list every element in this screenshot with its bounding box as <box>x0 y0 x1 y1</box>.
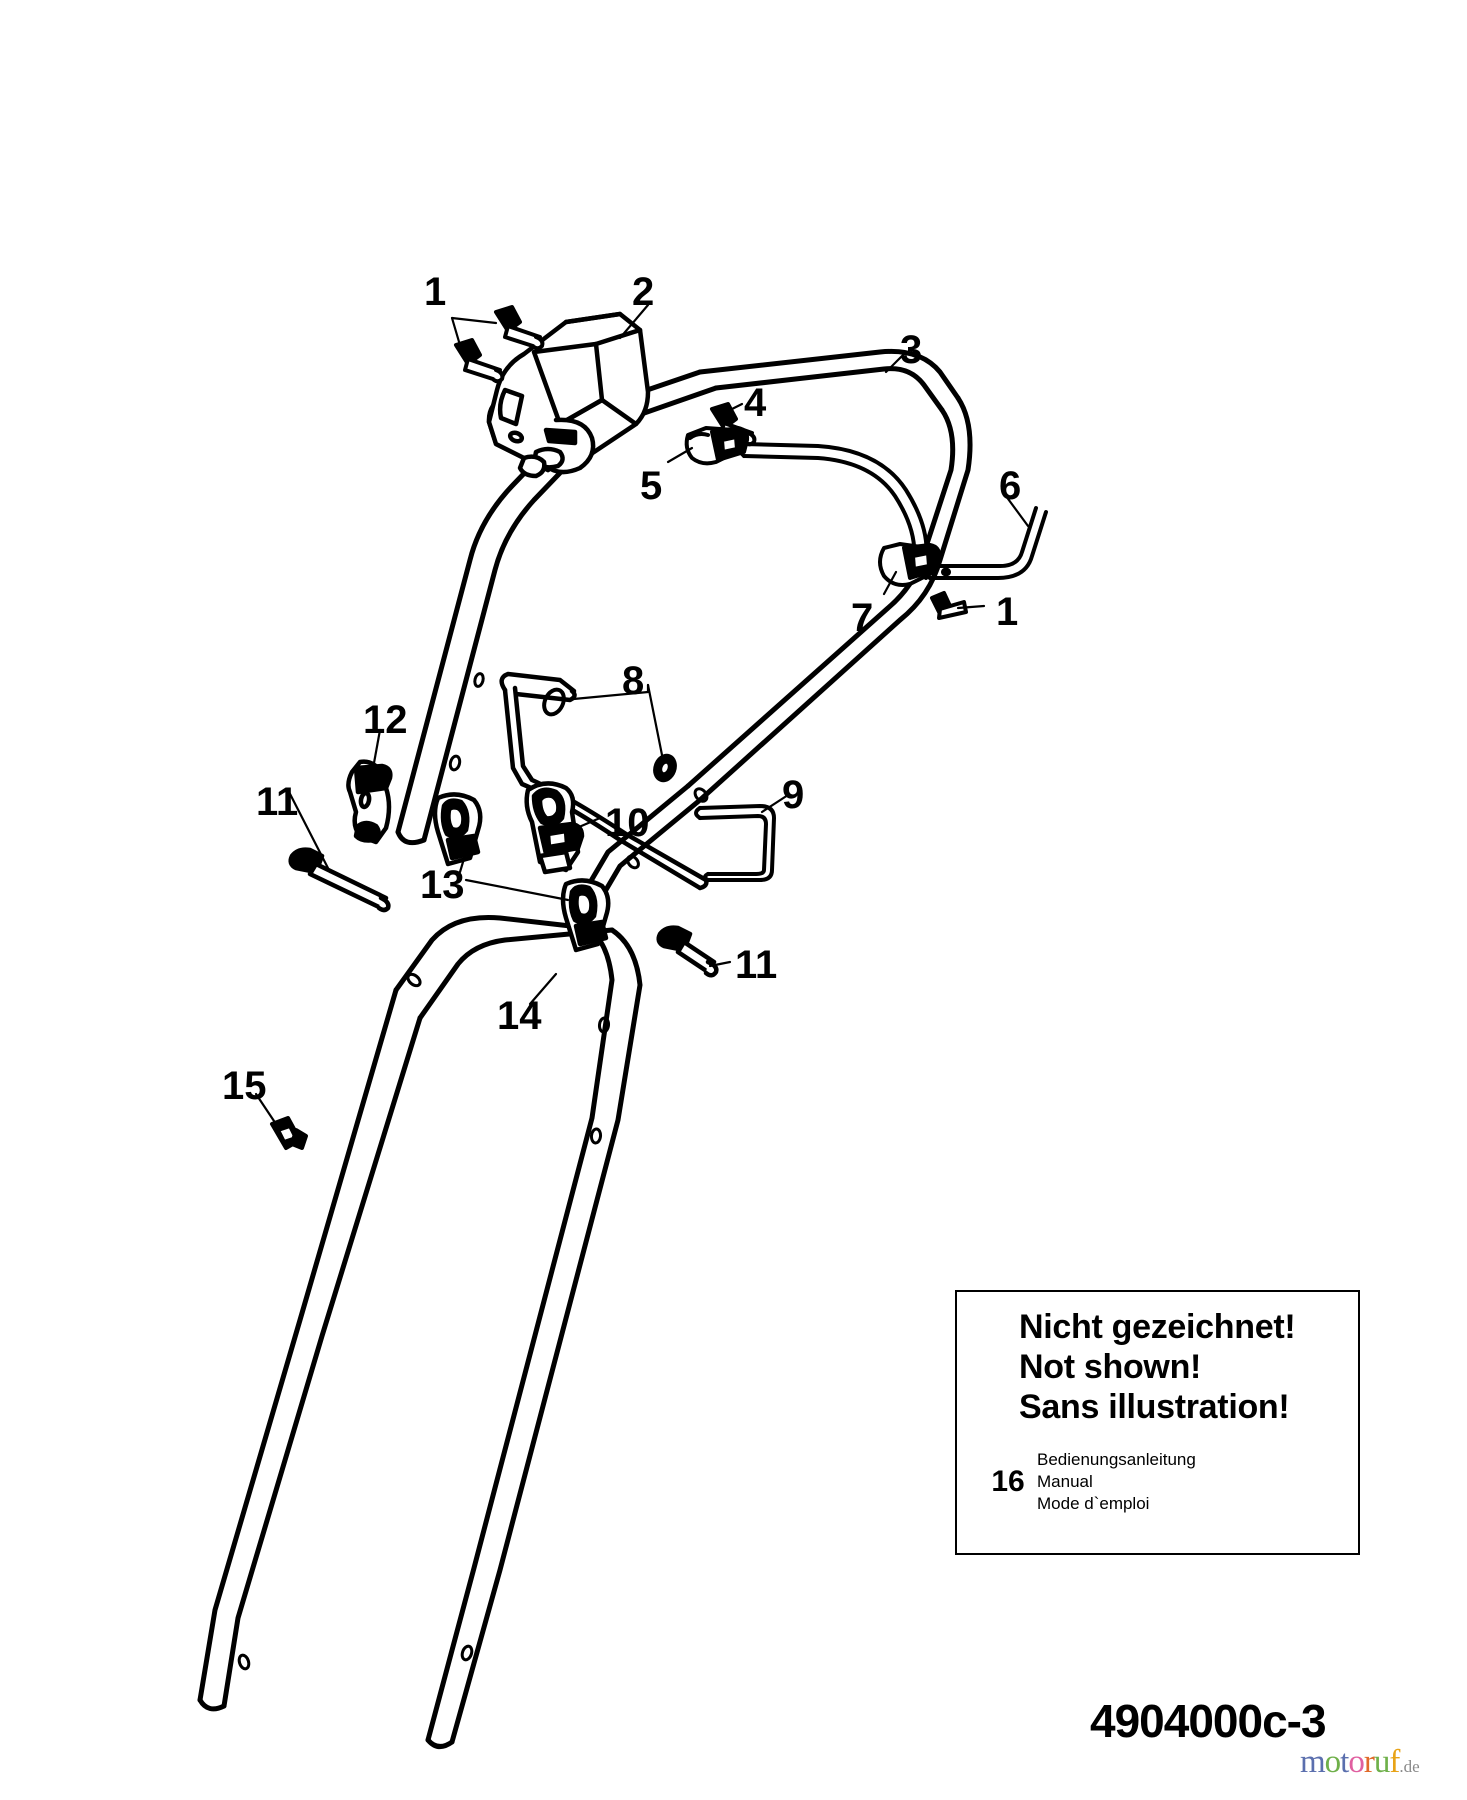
callout-8: 8 <box>622 659 645 703</box>
item-desc-french: Mode d`emploi <box>1037 1493 1150 1513</box>
callout-3: 3 <box>900 328 923 372</box>
info-box-item-descriptions: Bedienungsanleitung Manual Mode d`emploi <box>1037 1449 1196 1514</box>
callout-13: 13 <box>420 863 465 907</box>
switch-housing-part2 <box>486 311 651 479</box>
logo-tld-suffix: .de <box>1399 1757 1420 1776</box>
bolt-part1-c <box>930 591 968 620</box>
headline-english: Not shown! <box>1019 1347 1202 1386</box>
logo-letter-t: t <box>1340 1744 1349 1780</box>
bolt-part1-a <box>494 305 545 351</box>
lever-plate-part12 <box>346 759 393 845</box>
grommet-part8-lower <box>653 753 677 783</box>
callout-10: 10 <box>605 801 650 845</box>
callout-1-upper-left: 1 <box>424 270 447 314</box>
callout-1-right: 1 <box>996 590 1019 634</box>
bushing-part15 <box>270 1116 308 1150</box>
leader-lines <box>254 303 1030 1132</box>
logo-letter-m: m <box>1300 1744 1326 1780</box>
logo-letter-f: f <box>1389 1744 1400 1780</box>
pin-part11-b <box>656 925 719 978</box>
info-box-headlines: Nicht gezeichnet! Not shown! Sans illust… <box>957 1292 1358 1427</box>
callout-6: 6 <box>999 464 1022 508</box>
callout-9: 9 <box>782 773 805 817</box>
cable-holder-part10 <box>524 781 585 875</box>
lower-handle-bar <box>197 914 643 1749</box>
clamp-part13-a <box>432 792 483 867</box>
callout-14: 14 <box>497 994 542 1038</box>
cable-end-part6 <box>924 506 1048 580</box>
callout-11-lower: 11 <box>735 943 778 987</box>
callout-15: 15 <box>222 1064 267 1108</box>
wire-bail-part9 <box>694 804 776 882</box>
cable-clamp-part5 <box>684 426 750 466</box>
info-box-item-row: 16 Bedienungsanleitung Manual Mode d`emp… <box>957 1449 1358 1514</box>
motoruf-watermark-logo: motoruf.de <box>1300 1746 1420 1779</box>
headline-french: Sans illustration! <box>1019 1387 1290 1426</box>
item-desc-english: Manual <box>1037 1472 1093 1492</box>
info-box-item-number: 16 <box>991 1464 1025 1498</box>
drawing-part-number: 4904000c-3 <box>1090 1695 1327 1747</box>
pin-part11-a <box>288 847 391 913</box>
bolt-part1-b <box>454 338 505 384</box>
logo-letter-r: r <box>1363 1744 1375 1780</box>
upper-handle-bar <box>395 348 973 906</box>
not-shown-info-box: Nicht gezeichnet! Not shown! Sans illust… <box>955 1290 1360 1555</box>
grommet-part8-upper <box>542 687 566 717</box>
item-desc-german: Bedienungsanleitung <box>1037 1450 1196 1470</box>
callout-12: 12 <box>363 698 408 742</box>
callout-4: 4 <box>744 381 767 425</box>
logo-letter-o2: o <box>1348 1744 1364 1780</box>
callout-5: 5 <box>640 464 663 508</box>
callout-7: 7 <box>851 596 874 640</box>
clamp-part13-b <box>560 878 611 953</box>
callout-11-left: 11 <box>256 780 299 824</box>
logo-letter-o1: o <box>1324 1744 1341 1780</box>
callout-2: 2 <box>632 270 655 314</box>
headline-german: Nicht gezeichnet! <box>1019 1308 1296 1346</box>
logo-letter-u: u <box>1373 1744 1390 1780</box>
